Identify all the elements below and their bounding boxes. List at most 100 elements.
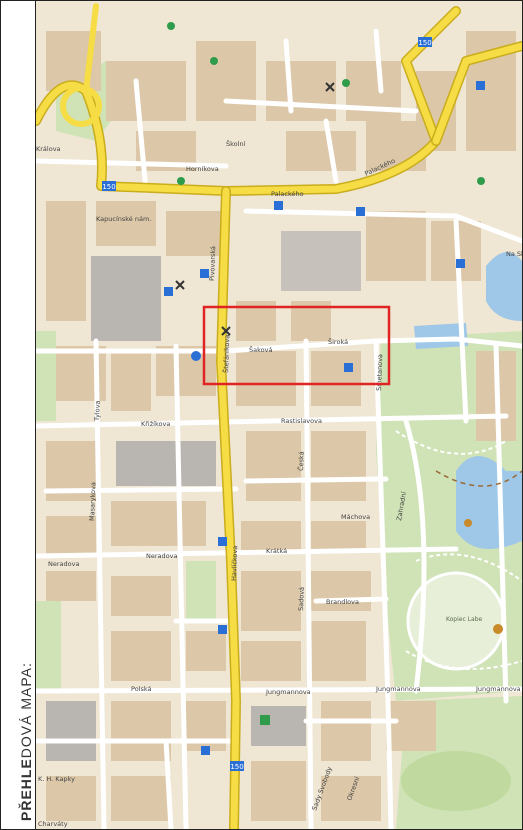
- building: [46, 201, 86, 321]
- building: [46, 571, 96, 601]
- street-label-rastislavova: Rastislavova: [281, 417, 322, 425]
- street-line: [373, 28, 384, 94]
- building: [311, 571, 371, 611]
- building: [286, 131, 356, 171]
- building: [311, 351, 361, 406]
- park-path: [415, 553, 522, 582]
- city-map[interactable]: 150 150 150 Palackého Pivovarská Palacké…: [36, 1, 522, 829]
- park-west: [36, 331, 56, 421]
- street-line: [243, 476, 389, 484]
- street-label-masarykova: Masarykova: [88, 482, 97, 521]
- building: [266, 61, 336, 121]
- building: [46, 516, 96, 556]
- building: [111, 351, 151, 411]
- park-small: [186, 561, 216, 621]
- pharmacy-icon: [177, 177, 185, 185]
- building: [386, 701, 436, 751]
- pharmacy-icon: [210, 57, 218, 65]
- street-line: [173, 343, 189, 829]
- street-label-hornikova: Horníkova: [186, 165, 219, 173]
- stadium-field: [401, 751, 511, 811]
- building: [241, 521, 301, 551]
- building: [111, 501, 206, 546]
- park-path: [405, 650, 522, 670]
- street-label-kh-kapky: K. H. Kapky: [38, 775, 75, 783]
- main-road-south: [217, 187, 240, 829]
- sidebar-title-strip: PŘEHLEDOVÁ MAPA:: [1, 1, 36, 829]
- street-label-siroka: Široká: [328, 337, 348, 346]
- building: [111, 776, 171, 821]
- building: [246, 431, 301, 501]
- street-label-sadova: Sadová: [297, 587, 306, 611]
- street-line: [43, 486, 239, 494]
- parking-icon: [274, 201, 283, 210]
- street-line: [36, 158, 229, 169]
- main-roads: [36, 3, 522, 829]
- building: [166, 211, 221, 256]
- street-line: [36, 413, 509, 429]
- building: [196, 41, 256, 121]
- overview-map-title-rest: DOVÁ MAPA:: [18, 662, 34, 759]
- building: [311, 431, 366, 501]
- building: [156, 346, 216, 396]
- pharmacy-icon: [477, 177, 485, 185]
- street-label-sakova: Šaková: [249, 345, 272, 354]
- buildings: [46, 31, 516, 821]
- pond-park: [456, 456, 522, 549]
- street-line: [313, 596, 389, 604]
- parking-icon: [200, 269, 209, 278]
- building: [241, 641, 301, 681]
- trail-line: [435, 470, 522, 487]
- building: [311, 521, 366, 551]
- street-label-kralova: Králova: [36, 145, 61, 153]
- street-line: [36, 546, 459, 559]
- street-label-pivovarska: Pivovarská: [208, 246, 217, 281]
- parking-icon: [456, 259, 465, 268]
- water-bodies: [414, 252, 522, 549]
- building: [46, 776, 96, 821]
- info-icon: [191, 351, 201, 361]
- street-line: [323, 118, 339, 184]
- overview-map-title: PŘEHLEDOVÁ MAPA:: [18, 662, 34, 821]
- park-paths: [395, 430, 522, 670]
- trail: [435, 470, 522, 487]
- route-badge-box: [230, 761, 244, 771]
- street-label-jungmannova: Jungmannova: [265, 688, 311, 696]
- roundabout: [60, 85, 102, 127]
- landmark-icon: [464, 519, 472, 527]
- street-label-machova: Máchova: [341, 513, 370, 521]
- crossing-icon: [175, 280, 185, 290]
- street-label-krizikova: Křižíkova: [141, 420, 170, 428]
- street-label-neradova: Neradova: [48, 560, 79, 568]
- street-label-havlickova: Havlíčkova: [230, 546, 239, 582]
- poi-markers: [164, 22, 503, 755]
- route-badge-box: [418, 37, 432, 47]
- place-label-kopiec: Kopiec Labe: [446, 616, 483, 623]
- landmark-icon: [493, 624, 503, 634]
- street-line: [373, 338, 394, 829]
- street-line: [303, 338, 314, 829]
- street-line: [93, 338, 107, 829]
- building: [236, 351, 296, 406]
- street-label-jungmannova-3: Jungmannova: [475, 685, 521, 693]
- route-badge: 150: [418, 39, 431, 47]
- map-canvas: 150 150 150 Palackého Pivovarská Palacké…: [36, 1, 522, 829]
- street-line: [36, 686, 522, 694]
- pharmacy-icon: [342, 79, 350, 87]
- route-badge: 150: [102, 183, 115, 191]
- street-line: [133, 78, 149, 194]
- street-line: [223, 98, 419, 114]
- street-label-kratka: Krátká: [266, 547, 287, 555]
- street-label-neradova-2: Neradova: [146, 552, 177, 560]
- street-label-smetanova: Smetanova: [375, 354, 384, 391]
- street-line: [453, 218, 469, 424]
- crossing-icon: [221, 326, 231, 336]
- street-label-stefanikova: Štefánikova: [221, 335, 231, 374]
- building: [111, 701, 171, 761]
- building: [321, 701, 371, 761]
- building: [111, 576, 171, 616]
- main-road-northwest: [83, 3, 99, 94]
- building: [281, 231, 361, 291]
- building: [46, 701, 96, 761]
